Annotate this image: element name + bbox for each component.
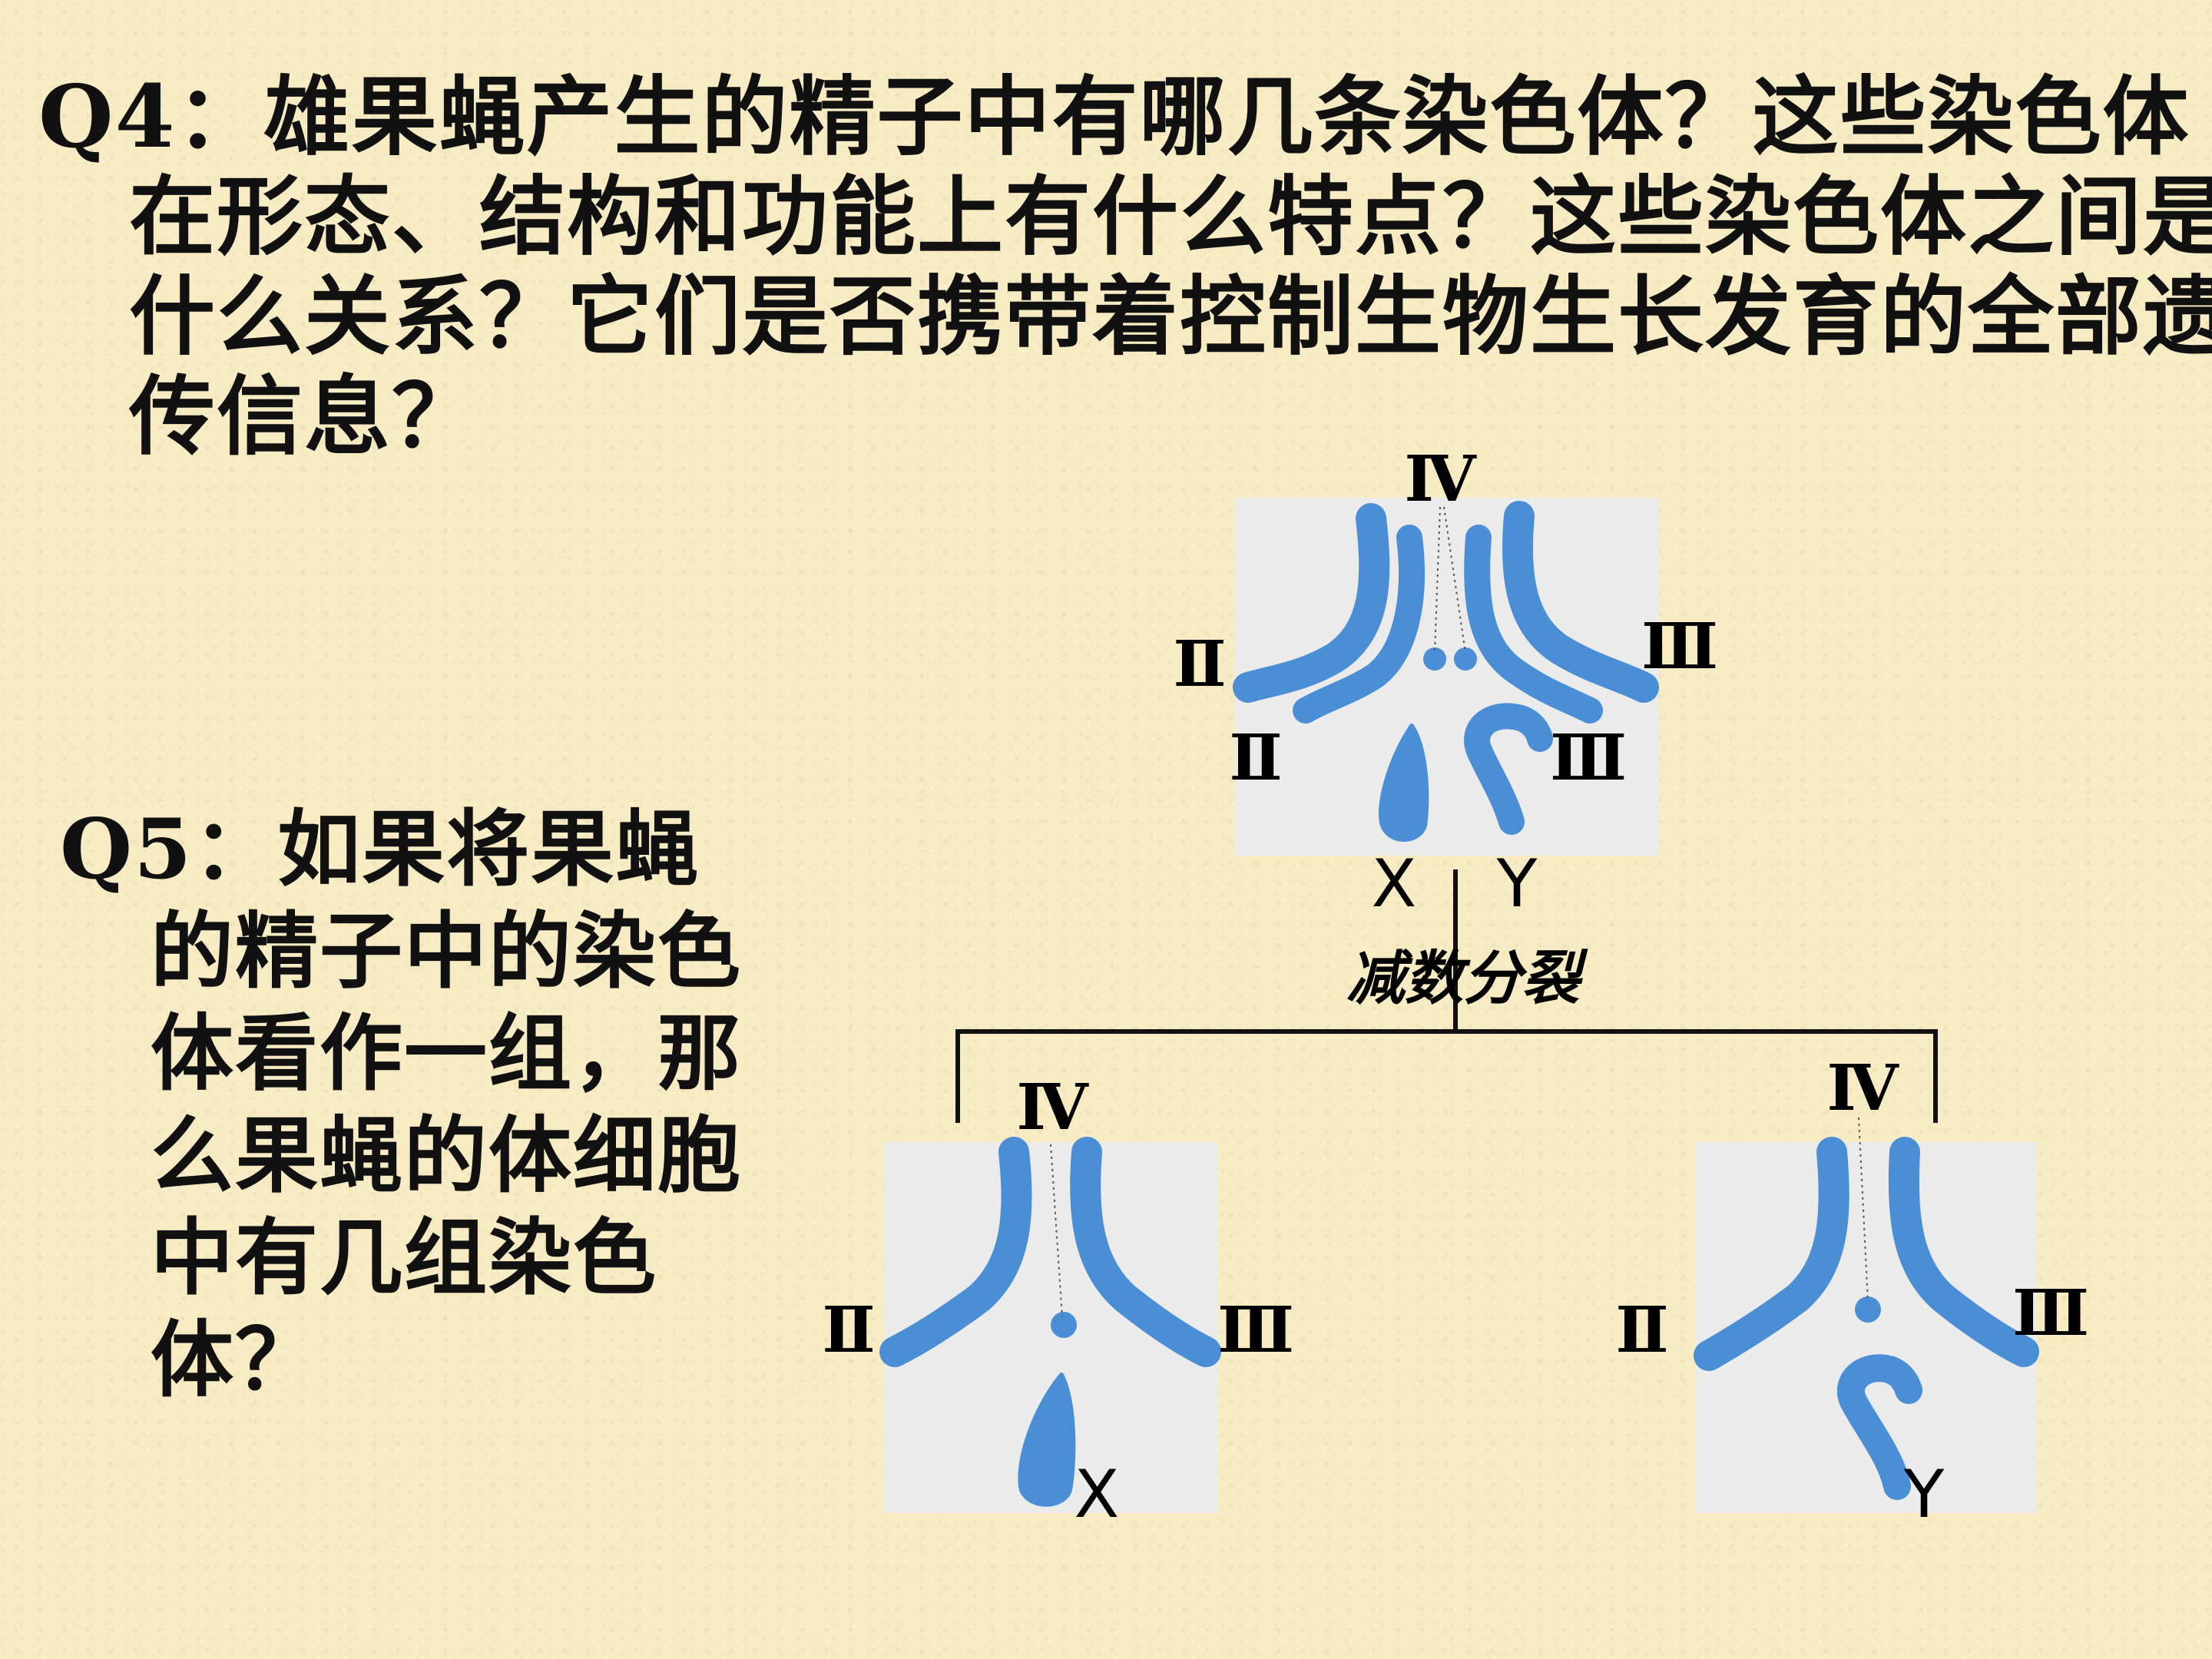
sperm-y-chromosome-IV [1855,1296,1881,1323]
sperm-y-label-IV: Ⅳ [1826,1054,1899,1124]
sperm-x-label-IV: Ⅳ [1016,1073,1089,1143]
sperm-x-karyotype: Ⅳ Ⅱ Ⅲ X [822,1073,1293,1533]
question-5-text: Q5：如果将果蝇的精子中的染色体看作一组，那么果蝇的体细胞中有几组染色体？ [60,801,743,1409]
parent-label-IV: Ⅳ [1404,445,1477,515]
sperm-y-label-Y: Y [1903,1456,1945,1533]
chromosome-Y [1464,703,1553,835]
chromosome-II-inner [1293,525,1425,724]
parent-label-II-b: Ⅱ [1229,724,1282,793]
sperm-y-chromosome-II [1694,1137,1849,1371]
sperm-x-label-II: Ⅱ [822,1296,875,1366]
sperm-x-chromosome-IV [1051,1312,1077,1338]
sperm-y-karyotype: Ⅳ Ⅱ Ⅲ Y [1615,1054,2088,1533]
parent-label-Y: Y [1496,846,1538,922]
chromosome-IV-dot-right [1454,647,1477,671]
sperm-y-label-II: Ⅱ [1615,1296,1668,1366]
sperm-x-label-III: Ⅲ [1217,1296,1294,1366]
parent-karyotype: Ⅳ Ⅱ Ⅱ Ⅲ Ⅲ X Y [1173,445,1717,922]
chromosome-III-outer [1502,501,1659,703]
parent-label-III-b: Ⅲ [1550,724,1627,793]
sperm-y-label-III: Ⅲ [2012,1279,2089,1349]
parent-label-II-a: Ⅱ [1173,630,1226,700]
parent-label-X: X [1372,846,1417,922]
sperm-x-chromosome-III [1070,1137,1221,1367]
sperm-x-label-X: X [1075,1456,1120,1533]
parent-label-III-a: Ⅲ [1641,612,1718,682]
sperm-y-chromosome-Y [1837,1354,1922,1500]
sperm-x-chromosome-II [879,1137,1032,1367]
question-4-text: Q4：雄果蝇产生的精子中有哪几条染色体？这些染色体在形态、结构和功能上有什么特点… [38,67,2212,467]
meiosis-connector [955,869,1938,1123]
chromosome-II-outer [1233,503,1390,703]
chromosome-IV-dot-left [1423,647,1446,671]
sperm-y-chromosome-III [1888,1137,2039,1367]
meiosis-label: 减数分裂 [1346,944,1588,1012]
chromosome-X [1378,724,1429,842]
chromosome-III-inner [1464,525,1603,724]
sperm-x-chromosome-X [1018,1373,1076,1507]
